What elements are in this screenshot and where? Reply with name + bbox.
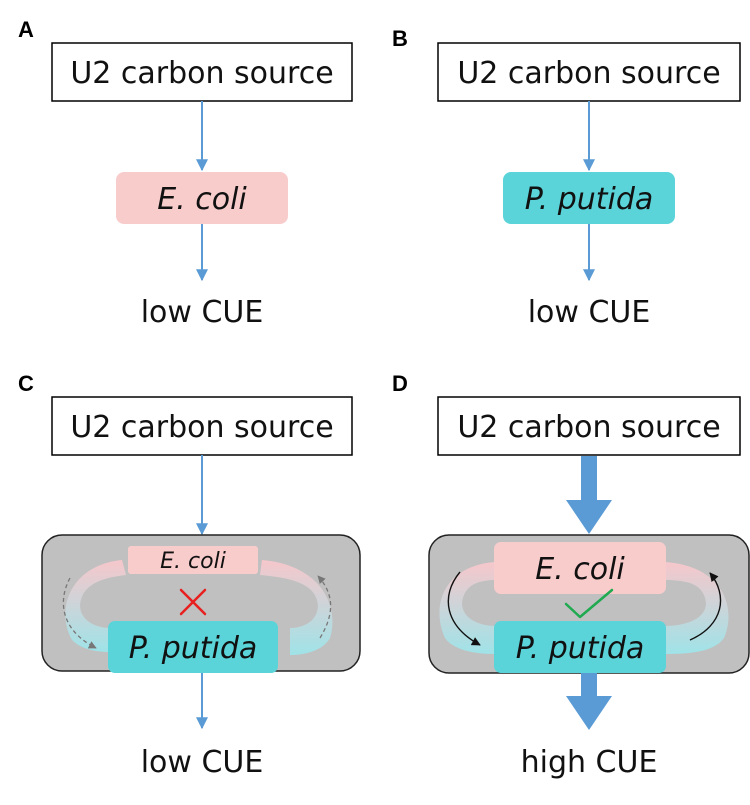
panel-d-source-label: U2 carbon source (457, 410, 720, 445)
panel-c: C U2 carbon source E. coli P. putida low… (18, 371, 361, 780)
panel-c-letter: C (18, 371, 34, 396)
panel-c-ecoli-label: E. coli (160, 549, 226, 574)
panel-c-cross-mark (179, 588, 207, 616)
panel-c-dashed-arrow-right (317, 575, 332, 639)
panel-c-dashed-arrow-left (62, 577, 97, 649)
panel-b-putida-box (503, 172, 675, 224)
panel-b-outcome: low CUE (528, 295, 651, 330)
panel-d-letter: D (392, 371, 408, 396)
panel-d-right-ribbon (664, 562, 729, 654)
panel-d-left-ribbon (439, 562, 496, 654)
panel-c-putida-label: P. putida (129, 631, 258, 666)
panel-d-outcome: high CUE (521, 745, 658, 780)
panel-d-thick-arrow-out (566, 673, 612, 730)
panel-b-letter: B (392, 26, 408, 51)
panel-c-outcome: low CUE (141, 745, 264, 780)
panel-a-letter: A (18, 17, 34, 42)
panel-a-ecoli-label: E. coli (157, 182, 247, 217)
panel-c-left-ribbon (65, 560, 126, 652)
panel-a-outcome: low CUE (141, 295, 264, 330)
panel-d: D U2 carbon source E. coli P. putida hig… (392, 371, 750, 780)
panel-b-source-box (437, 42, 741, 102)
panel-c-right-ribbon (260, 560, 333, 655)
panel-a-ecoli-box (116, 172, 288, 224)
panel-c-ecoli-box (128, 546, 258, 574)
panel-d-curved-arrow-left (447, 571, 481, 646)
panel-d-thick-arrow-in (566, 456, 612, 534)
panel-d-check-mark (564, 588, 614, 619)
panel-a-source-label: U2 carbon source (70, 56, 333, 91)
panel-b-source-label: U2 carbon source (457, 56, 720, 91)
panel-a: A U2 carbon source E. coli low CUE (18, 17, 353, 330)
panel-d-ecoli-label: E. coli (535, 552, 625, 587)
panel-d-curved-arrow-right (689, 572, 722, 641)
panel-c-source-label: U2 carbon source (70, 410, 333, 445)
panel-d-putida-label: P. putida (516, 631, 645, 666)
panel-a-source-box (51, 42, 353, 102)
panel-b-putida-label: P. putida (525, 182, 654, 217)
panel-c-putida-box (108, 621, 278, 673)
panel-d-ecoli-box (494, 542, 666, 594)
panel-d-source-box (437, 396, 741, 456)
panel-d-putida-box (494, 621, 666, 673)
panel-b: B U2 carbon source P. putida low CUE (392, 26, 741, 330)
